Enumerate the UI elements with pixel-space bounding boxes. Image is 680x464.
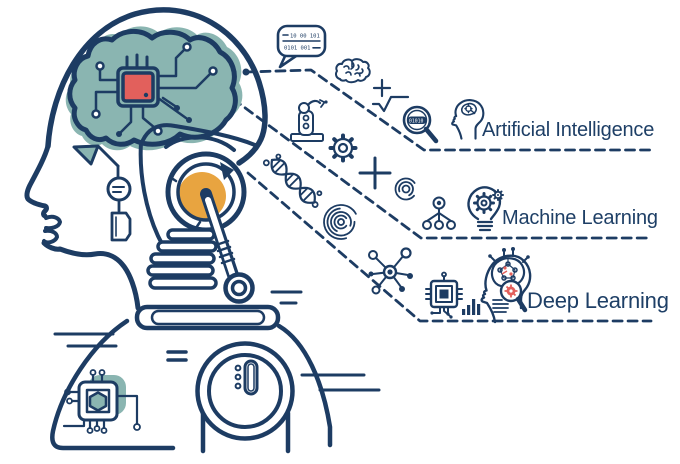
mic-arm: [200, 188, 255, 304]
eye-visor-triangle: [72, 144, 100, 166]
helmet-underbrain-seam: [141, 123, 257, 147]
head-with-brain-icon: [451, 99, 485, 140]
speech-bubble-line1: 10 00 101: [290, 34, 320, 40]
concentric-circles-icon: [394, 177, 418, 201]
helmet-dome: [45, 7, 268, 166]
robot-head: [24, 7, 381, 454]
brain-chip: [116, 66, 160, 108]
label-artificial-intelligence: Artificial Intelligence: [482, 119, 655, 141]
microchip-icon: [425, 271, 463, 319]
neck-coils: [146, 228, 218, 290]
network-hub-icon: [368, 247, 413, 295]
torso: [50, 318, 333, 454]
brain-circuit: [91, 42, 218, 137]
speech-bubble-line2: 0101 001: [284, 46, 311, 52]
label-deep-learning: Deep Learning: [527, 288, 669, 313]
square-root-icon: [371, 95, 410, 113]
chest-medallion: [195, 341, 295, 441]
brain-icon: [335, 58, 371, 84]
plus-icon-small: [372, 78, 392, 98]
fingerprint-icon: [323, 204, 359, 240]
robot-arm-icon: [290, 99, 328, 142]
lightbulb-gears-icon: [467, 186, 504, 232]
ear-housing-top: [164, 135, 236, 152]
label-machine-learning: Machine Learning: [502, 207, 658, 229]
tree-nodes-icon: [422, 196, 456, 230]
row-divider-dl: [246, 171, 653, 323]
magnifier-binary-icon: 01010: [402, 105, 439, 144]
collar: [134, 304, 281, 331]
bar-chart-icon: [462, 299, 481, 315]
row-divider-ai: [242, 68, 653, 152]
speed-lines: [53, 290, 381, 392]
face-profile: [24, 143, 141, 311]
cheek-circuit: [106, 164, 132, 242]
plus-icon-large: [358, 156, 392, 190]
gear-icon: [328, 133, 358, 163]
equals-mark: [166, 350, 188, 362]
shoulder-chip-icon: [62, 369, 141, 434]
magnifier-text: 01010: [409, 118, 424, 124]
head-with-network-brain-icon: [480, 247, 532, 324]
speech-bubble-binary-icon: 10 00 101 0101 001: [276, 24, 327, 69]
dna-helix-icon: [262, 153, 323, 208]
